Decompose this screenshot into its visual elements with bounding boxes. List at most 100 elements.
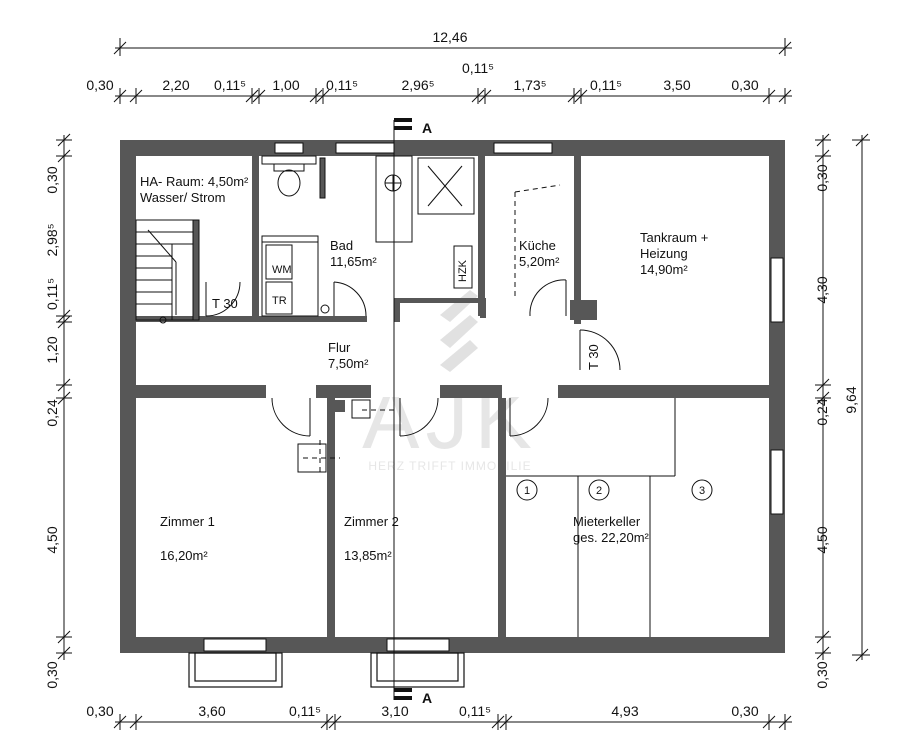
dimension-tick-slash [816,149,830,163]
dim-right-1: 4,30 [814,276,830,303]
dim-top-8: 3,50 [663,77,690,93]
dimension-tick-slash [57,630,71,644]
walls [120,140,785,653]
dim-top-1: 2,20 [162,77,189,93]
label-wm: WM [272,264,292,276]
dimension-tick-slash [57,391,71,405]
section-marker-top: A [422,120,432,136]
dim-left-3: 1,20 [44,336,60,363]
dim-bottom-2: 0,11⁵ [289,703,321,719]
label-hzk: HZK [457,259,469,282]
room-mieterkeller-line1: Mieterkeller [573,514,641,529]
room-mieterkeller-line2: ges. 22,20m² [573,530,650,545]
dimension-tick-slash [113,89,127,103]
radiator-icon [453,245,473,289]
dim-left-5: 4,50 [44,526,60,553]
dimension-tick-slash [57,149,71,163]
toilet-icon [277,169,301,197]
dim-total-width: 12,46 [432,29,467,45]
dimension-tick-slash [778,715,792,729]
room-zimmer1-name: Zimmer 1 [160,514,215,529]
room-tankraum-line1: Tankraum + [640,230,708,245]
watermark: AJK HERZ TRIFFT IMMOBILIE [362,290,532,473]
cellar-number-markers [516,479,713,501]
cellar-compartments [506,398,676,637]
dimension-tick-slash [129,89,143,103]
dimension-tick-slash [328,715,342,729]
room-zimmer1-area: 16,20m² [160,548,208,563]
dimension-tick-slash [57,315,71,329]
dimension-tick-slash [491,715,505,729]
cellar-number-2: 2 [596,485,602,497]
dim-right-2: 0,24 [814,398,830,425]
dim-total-height: 9,64 [843,386,859,413]
dim-top-0: 0,30 [86,77,113,93]
dimension-tick-slash [57,309,71,323]
dimension-tick-slash [478,89,492,103]
dim-bottom-1: 3,60 [198,703,225,719]
room-bad-name: Bad [330,238,353,253]
dim-bottom-6: 0,30 [731,703,758,719]
dimension-tick-slash [316,89,330,103]
dim-top-3: 1,00 [272,77,299,93]
cellar-number-1: 1 [524,485,530,497]
dim-top-6: 1,73⁵ [513,77,546,93]
light-wells [188,652,465,688]
room-kueche-area: 5,20m² [519,254,560,269]
room-ha-raum-line2: Wasser/ Strom [140,190,225,205]
room-zimmer2-name: Zimmer 2 [344,514,399,529]
room-tankraum-area: 14,90m² [640,262,688,277]
dimension-tick-slash [816,133,830,147]
dimension-tick-slash [567,89,581,103]
dim-left-2: 0,11⁵ [44,278,60,310]
dim-bottom-3: 3,10 [381,703,408,719]
section-line-a [393,118,412,700]
dimension-tick-slash [574,89,588,103]
section-marker-bottom: A [422,690,432,706]
room-flur-name: Flur [328,340,351,355]
dim-top-7: 0,11⁵ [590,77,622,93]
dimension-tick-slash [245,89,259,103]
dim-left-4: 0,24 [44,399,60,426]
dim-right-3: 4,50 [814,526,830,553]
room-ha-raum-line1: HA- Raum: 4,50m² [140,174,249,189]
cellar-number-3: 3 [699,485,705,497]
openings [203,142,784,652]
dim-bottom-0: 0,30 [86,703,113,719]
dimension-tick-slash [113,715,127,729]
dim-left-6: 0,30 [44,661,60,688]
room-kueche-name: Küche [519,238,556,253]
door-label-t30-left: T 30 [212,296,238,311]
staircase [135,219,200,324]
dimension-tick-slash [778,89,792,103]
dimension-lines [56,38,870,730]
pipe-box [351,399,371,419]
dimension-tick-slash [816,646,830,660]
dim-top-raised: 0,11⁵ [462,60,494,76]
dim-right-0: 0,30 [814,164,830,191]
room-bad-area: 11,65m² [330,254,377,269]
door-label-t30-right: T 30 [586,344,601,370]
dimension-tick-slash [57,133,71,147]
dim-top-4: 0,11⁵ [326,77,358,93]
dimension-tick-slash [57,378,71,392]
dim-left-1: 2,98⁵ [44,223,60,256]
room-flur-area: 7,50m² [328,356,369,371]
dimension-tick-slash [320,715,334,729]
dim-top-5: 2,96⁵ [401,77,434,93]
label-tr: TR [272,295,287,307]
dimension-tick-slash [816,391,830,405]
dim-bottom-5: 4,93 [611,703,638,719]
kitchen-counter [303,184,561,476]
dimension-tick-slash [252,89,266,103]
washer-dryer-space [261,235,319,317]
dim-left-0: 0,30 [44,166,60,193]
dim-top-2: 0,11⁵ [214,77,246,93]
dimension-tick-slash [129,715,143,729]
dimension-tick-slash [816,378,830,392]
bathroom-fixtures [261,155,475,317]
dimension-tick-slash [762,89,776,103]
dimension-tick-slash [499,715,513,729]
dim-bottom-4: 0,11⁵ [459,703,491,719]
